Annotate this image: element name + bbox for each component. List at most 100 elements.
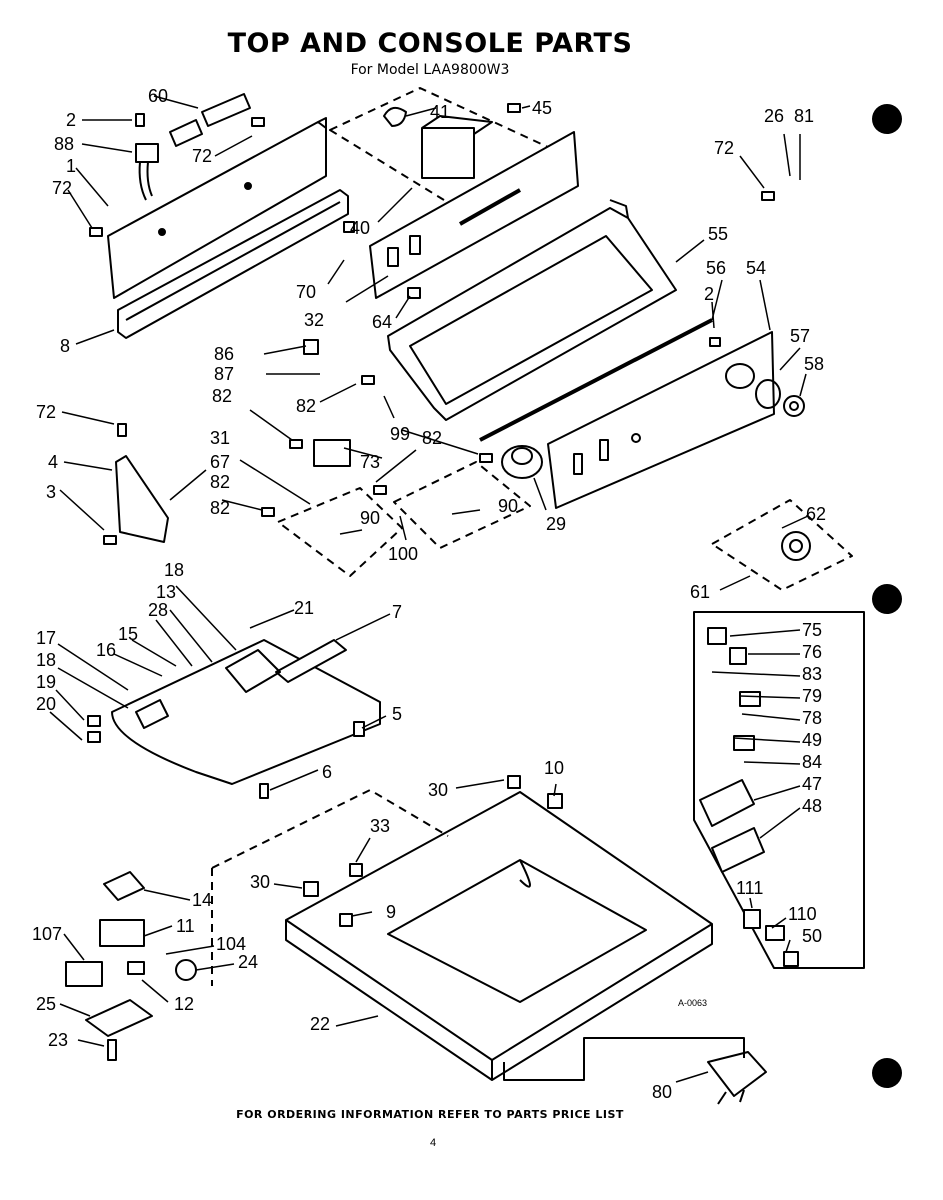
- callout-14: 14: [192, 890, 212, 910]
- callout-86: 86: [214, 344, 234, 364]
- callout-110: 110: [788, 904, 817, 924]
- ordering-footer: FOR ORDERING INFORMATION REFER TO PARTS …: [236, 1108, 624, 1121]
- callout-31: 31: [210, 428, 230, 448]
- page-number: 4: [430, 1137, 437, 1149]
- callout-5: 5: [392, 704, 402, 724]
- callout-72: 72: [714, 138, 734, 158]
- callout-67: 67: [210, 452, 230, 472]
- callout-80: 80: [652, 1082, 672, 1102]
- lamp-tube-part: [169, 93, 251, 147]
- binder-hole-bottom: [872, 1058, 902, 1088]
- callout-11: 11: [176, 916, 195, 936]
- callout-88: 88: [54, 134, 74, 154]
- parts-kit-items: [699, 627, 785, 941]
- binder-hole-top: [872, 104, 902, 134]
- console-back-frame: [387, 199, 677, 421]
- callout-90: 90: [498, 496, 518, 516]
- model-subtitle: For Model LAA9800W3: [350, 62, 510, 78]
- switch-group-box-2: [393, 461, 531, 549]
- callout-75: 75: [802, 620, 822, 640]
- callout-81: 81: [794, 106, 814, 126]
- callout-82: 82: [212, 386, 232, 406]
- top-dashed-outline: [211, 789, 449, 869]
- control-rod: [479, 318, 713, 442]
- callout-90: 90: [360, 508, 380, 528]
- callout-7: 7: [392, 602, 402, 622]
- callout-60: 60: [148, 86, 168, 106]
- callout-100: 100: [388, 544, 418, 564]
- binder-hole-middle: [872, 584, 902, 614]
- callout-19: 19: [36, 672, 56, 692]
- callout-25: 25: [36, 994, 56, 1014]
- callout-16: 16: [96, 640, 116, 660]
- switch-group-box: [277, 487, 403, 577]
- callout-73: 73: [360, 452, 380, 472]
- pressure-switch-part: [501, 445, 543, 479]
- callout-1: 1: [66, 156, 76, 176]
- callout-4: 4: [48, 452, 58, 472]
- callout-55: 55: [708, 224, 728, 244]
- control-panel-bracket: [369, 131, 579, 299]
- washer-top-cover: [285, 791, 713, 1081]
- callout-79: 79: [802, 686, 822, 706]
- knob-kit-box: [711, 499, 853, 591]
- callout-9: 9: [386, 902, 396, 922]
- callout-30: 30: [250, 872, 270, 892]
- callout-18: 18: [36, 650, 56, 670]
- callout-72: 72: [192, 146, 212, 166]
- callout-33: 33: [370, 816, 390, 836]
- callout-87: 87: [214, 364, 234, 384]
- callout-23: 23: [48, 1030, 68, 1050]
- diagram-code: A-0063: [678, 998, 708, 1008]
- callout-48: 48: [802, 796, 822, 816]
- callout-50: 50: [802, 926, 822, 946]
- callout-57: 57: [790, 326, 810, 346]
- callout-2: 2: [704, 284, 714, 304]
- console-front-panel: [107, 117, 327, 299]
- callout-6: 6: [322, 762, 332, 782]
- callout-leaders: [49, 95, 809, 1083]
- callout-72: 72: [52, 178, 72, 198]
- callout-24: 24: [238, 952, 258, 972]
- callout-54: 54: [746, 258, 766, 278]
- callout-32: 32: [304, 310, 324, 330]
- callout-45: 45: [532, 98, 552, 118]
- callout-62: 62: [806, 504, 826, 524]
- lid-hinge-parts: [87, 699, 169, 743]
- callout-107: 107: [32, 924, 62, 944]
- dial-knob: [755, 379, 805, 417]
- callout-12: 12: [174, 994, 194, 1014]
- callout-56: 56: [706, 258, 726, 278]
- callout-3: 3: [46, 482, 56, 502]
- callout-82: 82: [210, 472, 230, 492]
- callout-70: 70: [296, 282, 316, 302]
- callout-28: 28: [148, 600, 168, 620]
- callout-17: 17: [36, 628, 56, 648]
- control-panel-face: [547, 331, 775, 509]
- parts-kit-frame: [693, 611, 865, 969]
- callout-26: 26: [764, 106, 784, 126]
- callout-72: 72: [36, 402, 56, 422]
- callout-22: 22: [310, 1014, 330, 1034]
- callout-99: 99: [390, 424, 410, 444]
- callout-61: 61: [690, 582, 710, 602]
- callout-84: 84: [802, 752, 822, 772]
- callout-20: 20: [36, 694, 56, 714]
- callout-64: 64: [372, 312, 392, 332]
- washer-lid: [111, 639, 381, 785]
- part-80-bracket: [503, 1037, 745, 1081]
- callout-111: 111: [736, 878, 763, 898]
- console-switch-part: [135, 143, 159, 201]
- callout-21: 21: [294, 598, 314, 618]
- callout-82: 82: [210, 498, 230, 518]
- callout-41: 41: [430, 102, 450, 122]
- callout-40: 40: [350, 218, 370, 238]
- callout-83: 83: [802, 664, 822, 684]
- hinge-bracket-part: [115, 455, 169, 543]
- tub-ring-part: [707, 1051, 767, 1105]
- page-title: TOP AND CONSOLE PARTS: [227, 28, 633, 59]
- lid-lock-parts: [65, 871, 197, 1061]
